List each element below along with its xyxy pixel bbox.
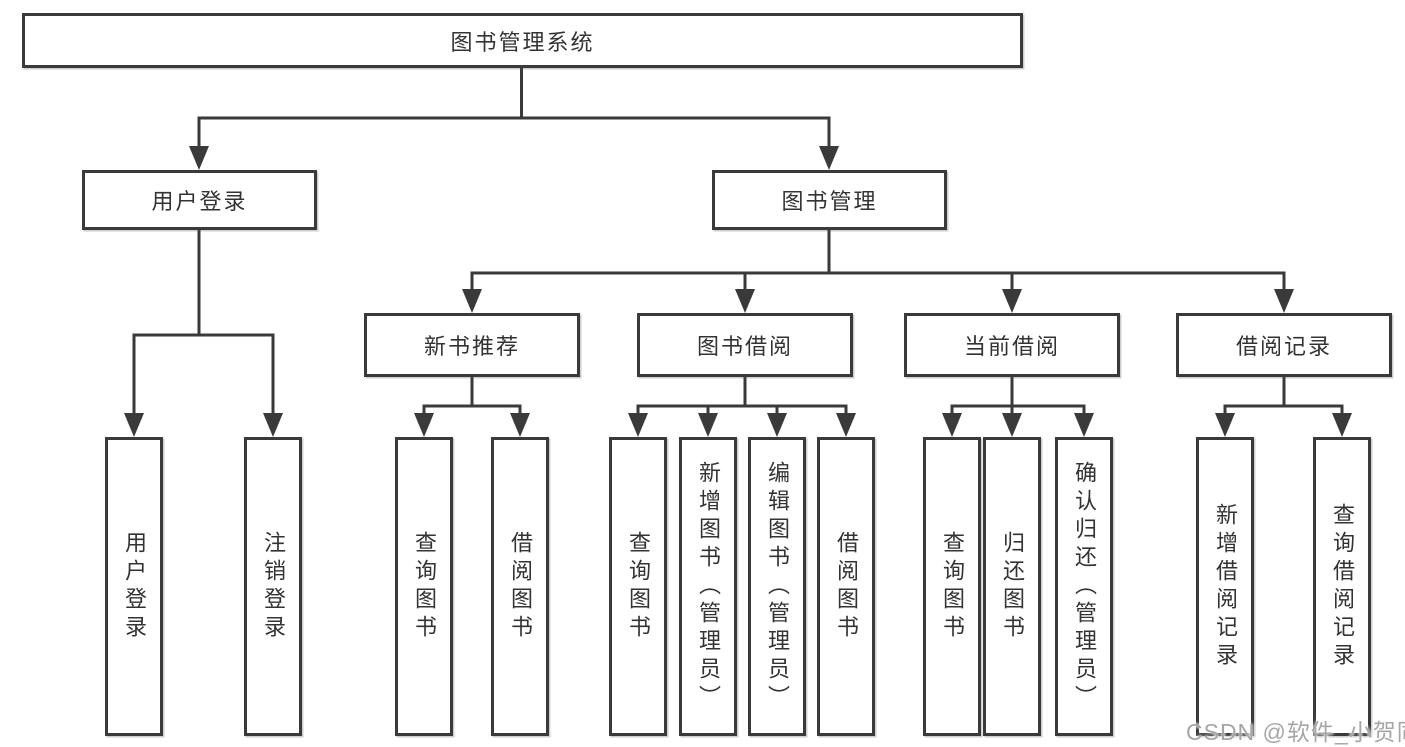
leaf-return-book: 归还图书 bbox=[983, 437, 1041, 736]
leaf-confirm-return-admin: 确认归还（管理员） bbox=[1055, 437, 1113, 736]
node-user-login-label: 用户登录 bbox=[151, 189, 248, 214]
leaf-edit-book-admin: 编辑图书（管理员） bbox=[748, 437, 806, 736]
leaf-query-borrow-record-label: 查询借阅记录 bbox=[1330, 502, 1355, 671]
node-new-book-recommend-label: 新书推荐 bbox=[423, 334, 520, 359]
leaf-logout-label: 注销登录 bbox=[261, 530, 286, 643]
leaf-query-books-current: 查询图书 bbox=[923, 437, 981, 736]
leaf-user-login-label: 用户登录 bbox=[122, 530, 147, 643]
leaf-query-books-recommend-label: 查询图书 bbox=[412, 530, 437, 643]
leaf-user-login: 用户登录 bbox=[105, 437, 163, 736]
node-new-book-recommend: 新书推荐 bbox=[364, 313, 580, 377]
leaf-logout: 注销登录 bbox=[244, 437, 302, 736]
leaf-query-books-borrowing-label: 查询图书 bbox=[626, 530, 651, 643]
leaf-borrow-books-borrowing-label: 借阅图书 bbox=[834, 530, 859, 643]
leaf-query-books-borrowing: 查询图书 bbox=[609, 437, 667, 736]
node-root-system: 图书管理系统 bbox=[22, 13, 1023, 68]
leaf-query-borrow-record: 查询借阅记录 bbox=[1313, 437, 1371, 736]
node-borrowing-records: 借阅记录 bbox=[1176, 313, 1392, 377]
node-book-borrowing: 图书借阅 bbox=[637, 313, 853, 377]
node-book-management: 图书管理 bbox=[712, 170, 947, 230]
node-root-system-label: 图书管理系统 bbox=[450, 29, 595, 55]
leaf-add-borrow-record-label: 新增借阅记录 bbox=[1213, 502, 1238, 671]
leaf-add-borrow-record: 新增借阅记录 bbox=[1196, 437, 1254, 736]
node-book-borrowing-label: 图书借阅 bbox=[696, 334, 793, 359]
leaf-return-book-label: 归还图书 bbox=[1000, 530, 1025, 643]
node-current-borrowing: 当前借阅 bbox=[904, 313, 1120, 377]
leaf-query-books-recommend: 查询图书 bbox=[395, 437, 453, 736]
node-book-management-label: 图书管理 bbox=[781, 189, 878, 214]
node-user-login: 用户登录 bbox=[82, 170, 317, 230]
leaf-confirm-return-admin-label: 确认归还（管理员） bbox=[1072, 460, 1097, 713]
leaf-query-books-current-label: 查询图书 bbox=[940, 530, 965, 643]
leaf-borrow-books-recommend: 借阅图书 bbox=[491, 437, 549, 736]
leaf-borrow-books-recommend-label: 借阅图书 bbox=[508, 530, 533, 643]
arrowheads bbox=[124, 146, 1352, 437]
leaf-add-book-admin-label: 新增图书（管理员） bbox=[696, 460, 721, 713]
leaf-add-book-admin: 新增图书（管理员） bbox=[679, 437, 737, 736]
csdn-watermark: CSDN @软件_小贺同学 bbox=[1186, 719, 1405, 745]
node-current-borrowing-label: 当前借阅 bbox=[963, 334, 1060, 359]
node-borrowing-records-label: 借阅记录 bbox=[1235, 334, 1332, 359]
leaf-borrow-books-borrowing: 借阅图书 bbox=[817, 437, 875, 736]
leaf-edit-book-admin-label: 编辑图书（管理员） bbox=[765, 460, 790, 713]
